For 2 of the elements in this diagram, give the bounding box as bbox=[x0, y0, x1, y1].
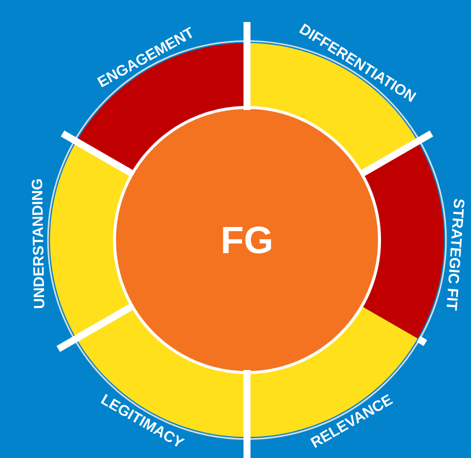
segment-label: STRATEGIC FIT bbox=[446, 198, 464, 311]
segment-label: UNDERSTANDING bbox=[32, 179, 44, 308]
